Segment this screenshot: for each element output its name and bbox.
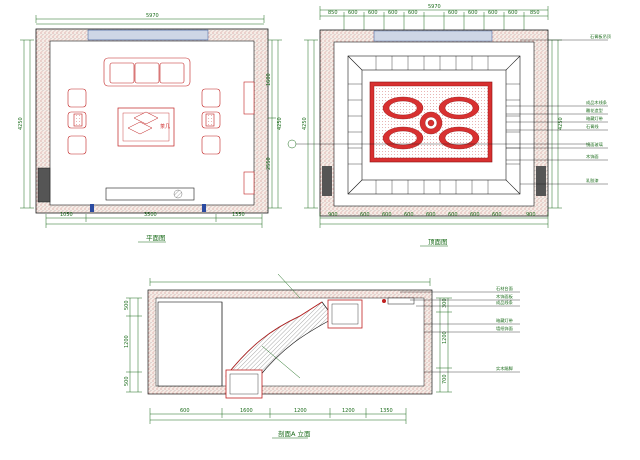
elev-dim-left-0: 500 xyxy=(124,300,130,310)
ceiling-note-7: 乳胶漆 xyxy=(586,177,599,184)
plan-speaker-left xyxy=(90,204,94,212)
plan-dim-bottom-0: 1050 xyxy=(60,212,73,218)
elev-note-5: 实木踢脚 xyxy=(496,365,513,372)
plan-speaker-right xyxy=(202,204,206,212)
plan-armchairs xyxy=(67,88,221,155)
ceiling-dim-right-0: 4250 xyxy=(558,117,564,130)
plan-side-cabinet-right-lower xyxy=(243,171,255,195)
elev-section-arrow xyxy=(277,273,301,299)
elev-dim-right-1: 1200 xyxy=(442,331,448,344)
plan-sofa xyxy=(103,57,191,87)
elev-dim-right-0: 300 xyxy=(442,298,448,308)
ceiling-dim-bottom-3: 600 xyxy=(404,212,414,218)
plan-title: 平面图 xyxy=(146,234,166,242)
ceiling-note-1: 成品木线条 xyxy=(586,99,608,106)
ceiling-column-left xyxy=(322,166,332,196)
plan-door-left xyxy=(37,167,51,203)
ceiling-note-4: 石膏线 xyxy=(586,123,599,130)
plan-dim-top-0: 5970 xyxy=(146,13,159,19)
ceiling-dim-bottom-2: 600 xyxy=(382,212,392,218)
elev-note-3: 暗藏灯带 xyxy=(496,317,513,324)
elev-note-2: 成品线条 xyxy=(496,299,514,306)
ceiling-window xyxy=(373,30,493,42)
ceiling-note-6: 木饰面 xyxy=(586,153,599,160)
ceiling-note-3: 暗藏灯带 xyxy=(586,115,603,122)
ceiling-column-right xyxy=(536,166,546,196)
elev-light-icon xyxy=(382,299,386,303)
elev-dims-bottom xyxy=(149,408,407,424)
plan-dim-left-0: 4250 xyxy=(18,117,24,130)
elev-note-1: 木饰面板 xyxy=(496,293,514,300)
elev-note-4: 墙纸饰面 xyxy=(496,325,513,332)
elev-dims-left xyxy=(126,297,142,393)
plan-dim-right-2: 2550 xyxy=(266,157,272,170)
ceiling-dim-bottom-0: 900 xyxy=(328,212,338,218)
elev-fixture xyxy=(387,297,415,305)
plan-dim-bottom-2: 1350 xyxy=(232,212,245,218)
ceiling-dim-bottom-1: 600 xyxy=(360,212,370,218)
ceiling-title: 顶面图 xyxy=(428,238,448,246)
ceiling-dim-top-0: 850 xyxy=(328,10,338,16)
elev-leaders xyxy=(400,291,520,373)
ceiling-dim-top-5: 600 xyxy=(448,10,458,16)
elev-note-0: 石材台面 xyxy=(496,285,513,292)
elev-dim-right-2: 700 xyxy=(442,374,448,384)
ceiling-note-2: 雕花造型 xyxy=(586,107,603,114)
elev-dim-bottom-2: 1200 xyxy=(294,408,307,414)
elev-dim-bottom-4: 1350 xyxy=(380,408,393,414)
ceiling-dim-top-7: 600 xyxy=(488,10,498,16)
elev-title: 剖面A 立面 xyxy=(278,429,311,438)
plan-dim-right-0: 4250 xyxy=(277,117,283,130)
ceiling-leaders xyxy=(506,39,608,185)
ceiling-dim-bottom-6: 600 xyxy=(470,212,480,218)
plan-dims-right xyxy=(268,39,282,209)
plan-window xyxy=(87,29,209,41)
plan-side-cabinet-right xyxy=(243,81,255,115)
elevation-view: 600 1600 1200 1200 1350 500 1200 500 300… xyxy=(124,273,520,439)
ceiling-dim-bottom-8: 900 xyxy=(526,212,536,218)
ceiling-dim-top-6: 600 xyxy=(468,10,478,16)
plan-tv-cabinet xyxy=(105,187,195,201)
plan-view: 5970 茶几 xyxy=(18,13,283,243)
ceiling-dim-top-1: 600 xyxy=(348,10,358,16)
ceiling-dims-sides xyxy=(304,39,562,209)
ceiling-dim-top-8: 600 xyxy=(508,10,518,16)
elev-dim-bottom-0: 600 xyxy=(180,408,190,414)
ceiling-dim-left-0: 4250 xyxy=(302,117,308,130)
ceiling-dims-bottom xyxy=(319,212,549,228)
elev-dim-left-2: 500 xyxy=(124,376,130,386)
ceiling-ornament xyxy=(382,96,480,150)
ceiling-dim-bottom-5: 600 xyxy=(448,212,458,218)
elev-left-bay xyxy=(157,301,223,387)
plan-coffee-table xyxy=(117,107,175,147)
ceiling-dim-bottom-4: 600 xyxy=(426,212,436,218)
plan-dims-bottom xyxy=(45,214,263,228)
plan-plant xyxy=(173,189,183,199)
ceiling-dim-top-3: 600 xyxy=(388,10,398,16)
elev-dims-right xyxy=(436,297,452,393)
plan-dims-top xyxy=(35,15,265,25)
plan-dims-left xyxy=(20,39,34,209)
ceiling-coffer-ribs xyxy=(348,56,520,194)
ceiling-note-5: 镜面玻璃 xyxy=(586,141,603,148)
elev-counter-edge xyxy=(225,301,323,377)
ceiling-dim-overall: 5970 xyxy=(428,4,441,10)
elev-dim-bottom-3: 1200 xyxy=(342,408,355,414)
ceiling-dim-top-9: 850 xyxy=(530,10,540,16)
elev-dim-left-1: 1200 xyxy=(124,335,130,348)
ceiling-dim-top-2: 600 xyxy=(368,10,378,16)
ceiling-view: 5970 850 600 600 600 600 600 600 600 600… xyxy=(287,4,612,247)
ceiling-dim-top-4: 600 xyxy=(408,10,418,16)
ceiling-note-0: 石膏板吊顶 xyxy=(590,33,612,40)
plan-dim-bottom-1: 3500 xyxy=(144,212,157,218)
ceiling-dims-top xyxy=(319,6,549,30)
plan-dim-right-1: 1600 xyxy=(266,73,272,86)
ceiling-section-marker xyxy=(287,139,297,149)
elev-dims-top xyxy=(149,278,431,286)
plan-table-label: 茶几 xyxy=(160,123,170,130)
ceiling-tray xyxy=(347,55,521,195)
ceiling-dim-bottom-7: 600 xyxy=(492,212,502,218)
elev-dim-bottom-1: 1600 xyxy=(240,408,253,414)
